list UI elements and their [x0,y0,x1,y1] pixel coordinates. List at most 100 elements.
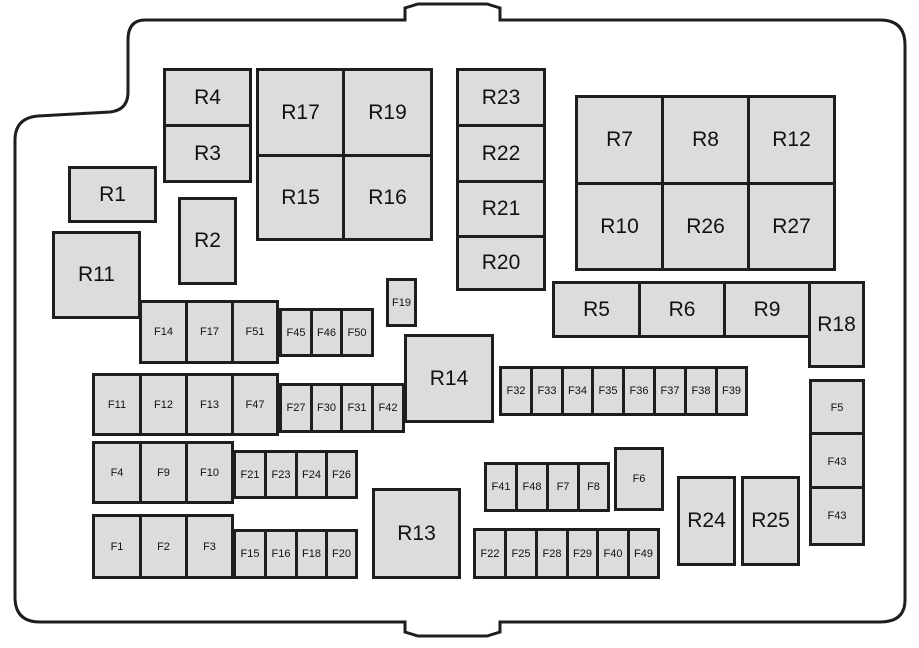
relay-slot: R16 [342,154,433,241]
relay-slot: R11 [52,231,141,319]
fuse-slot: F5 [809,379,865,437]
fuse-slot: F13 [185,373,234,436]
relay-slot: R25 [741,476,800,566]
relay-label: R7 [606,128,633,151]
fuse-slot: F17 [185,300,234,364]
relay-slot: R6 [638,281,726,338]
relay-label: R12 [772,128,811,151]
relay-label: R10 [600,214,639,238]
fuse-slot: F15 [233,529,267,579]
fuse-label: F22 [480,547,500,560]
fuse-slot: F34 [561,366,594,416]
fuse-slot: F51 [231,300,279,364]
relay-label: R9 [753,297,781,321]
fuse-label: F35 [598,385,618,397]
fuse-label: F43 [827,510,847,522]
fuse-slot: F3 [185,514,234,579]
fuse-label: F41 [491,481,511,493]
fuse-label: F42 [378,402,398,414]
fuse-label: F50 [347,326,367,339]
fuse-label: F13 [200,398,219,411]
fuse-label: F19 [392,296,411,309]
fuse-slot: F41 [484,462,518,512]
fuse-slot: F39 [715,366,748,416]
fuse-slot: F38 [684,366,718,416]
relay-slot: R5 [552,281,641,338]
relay-label: R24 [687,509,726,532]
fuse-label: F32 [506,385,526,397]
fuse-slot: F21 [233,450,267,499]
fuse-slot: F11 [92,373,142,436]
relay-label: R5 [583,297,610,321]
fuse-slot: F7 [546,462,580,512]
relay-slot: R23 [456,68,546,127]
fuse-slot: F16 [264,529,298,579]
fuse-label: F5 [830,402,844,414]
fuse-label: F49 [634,547,653,560]
fuse-slot: F48 [515,462,549,512]
relay-slot: R4 [163,68,252,127]
relay-label: R6 [668,297,696,321]
fuse-label: F40 [603,547,623,560]
fuse-slot: F20 [325,529,358,579]
relay-slot: R21 [456,180,546,238]
fuse-label: F2 [157,540,170,553]
fuse-label: F10 [200,466,219,479]
fuse-label: F29 [573,547,592,560]
fuse-label: F20 [332,548,351,560]
fuse-slot: F29 [566,528,599,579]
fuse-slot: F1 [92,514,142,579]
fuse-label: F11 [107,398,127,411]
relay-slot: R26 [661,182,750,271]
relay-slot: R9 [723,281,811,338]
relay-slot: R13 [372,488,461,579]
relay-slot: R12 [747,95,836,185]
fuse-slot: F40 [596,528,630,579]
fuse-slot: F36 [622,366,656,416]
relay-slot: R15 [256,154,345,241]
fuse-slot: F42 [371,383,405,433]
fuse-slot: F32 [499,366,533,416]
fuse-slot: F14 [139,300,188,364]
relay-label: R23 [481,85,521,109]
fuse-label: F27 [286,402,306,414]
relay-slot: R2 [178,197,237,285]
fuse-slot: F35 [591,366,625,416]
fuse-slot: F22 [473,528,507,579]
fuse-slot: F2 [139,514,188,579]
relay-label: R25 [751,509,790,532]
fuse-label: F33 [537,385,557,397]
fuse-slot: F28 [535,528,569,579]
fuse-slot: F50 [340,308,374,357]
fuse-label: F43 [827,455,847,468]
fuse-label: F6 [632,473,646,485]
fuse-slot: F45 [279,308,313,357]
relay-label: R1 [99,182,126,206]
relay-label: R14 [429,366,469,390]
fuse-label: F15 [240,548,260,560]
fuse-slot: F47 [231,373,279,436]
fuse-slot: F10 [185,441,234,504]
fuse-slot: F23 [264,450,298,499]
fuse-slot: F18 [295,529,328,579]
relay-label: R20 [481,251,521,274]
fuse-slot: F8 [577,462,610,512]
fuse-label: F17 [200,326,219,338]
fuse-label: F25 [511,547,531,560]
fuse-label: F46 [317,326,336,339]
fuse-label: F14 [154,326,173,338]
relay-label: R21 [481,197,521,220]
fuse-label: F21 [240,468,260,481]
relay-label: R17 [281,100,320,124]
relay-slot: R27 [747,182,836,271]
fuse-label: F31 [347,402,367,414]
fuse-label: F45 [286,326,306,339]
fuse-label: F37 [660,385,680,397]
relay-slot: R10 [575,182,664,271]
relay-label: R26 [686,214,725,238]
fuse-slot: F49 [627,528,660,579]
relay-slot: R17 [256,68,345,157]
relay-label: R18 [817,312,856,336]
